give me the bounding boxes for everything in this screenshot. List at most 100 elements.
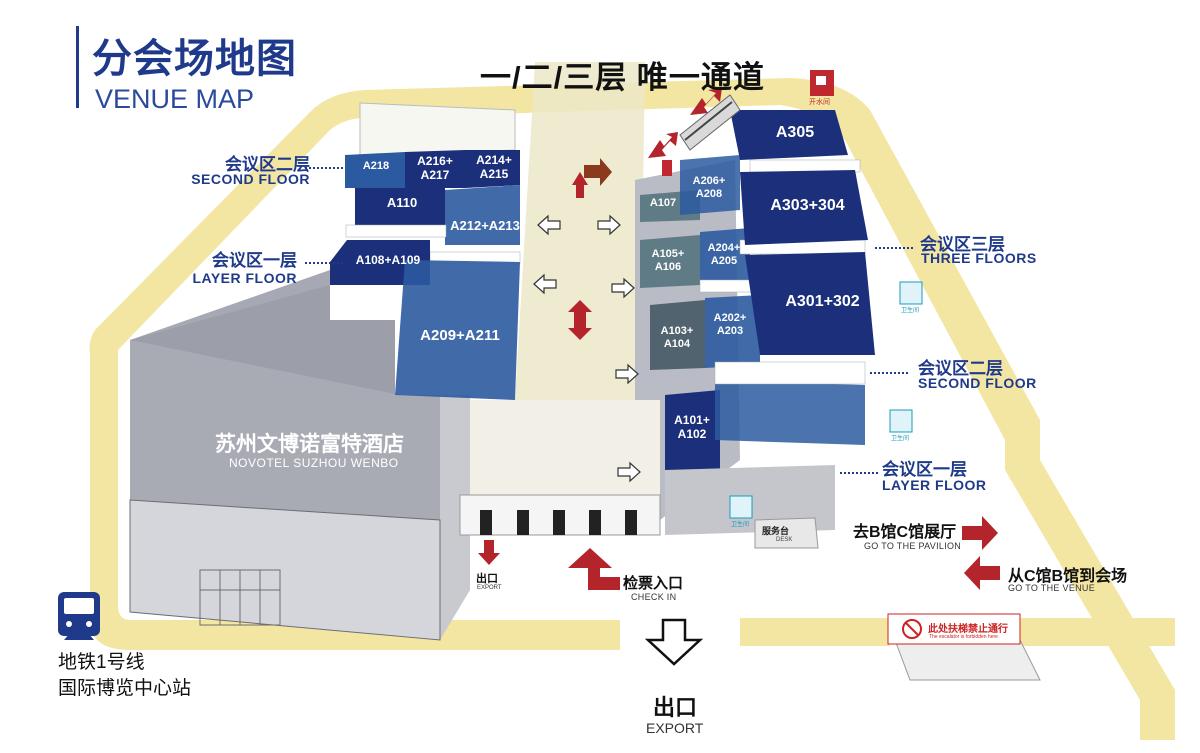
walkway-bottom-right [740, 618, 890, 646]
desk-counter [754, 517, 819, 549]
right-label-2f-cn: 会议区二层 [918, 359, 1003, 378]
A209-block [395, 260, 520, 400]
hotel-side [440, 395, 470, 640]
outline-arrow-4 [611, 277, 635, 299]
checkin-en: CHECK IN [631, 592, 677, 602]
room-A110[interactable]: A110 [386, 195, 418, 210]
escalator-sign-en: The escalator is forbidden here [929, 634, 998, 640]
exit-main-cn: 出口 [653, 695, 698, 720]
no-entry-icon [902, 619, 922, 639]
red-double-arrow-1 [690, 88, 722, 115]
desk-label-cn: 服务台 [762, 526, 790, 536]
exit-main-arrow [644, 618, 704, 666]
metro-line: 地铁1号线 [58, 652, 145, 673]
fire-icon [662, 160, 672, 176]
A303-block [740, 170, 868, 245]
room-A305[interactable]: A305 [775, 124, 815, 141]
room-A105-106[interactable]: A105+A106 [651, 248, 685, 273]
restroom-icon-2 [889, 409, 913, 433]
left-label-1f-cn: 会议区一层 [212, 251, 297, 270]
room-A202-203[interactable]: A202+A203 [713, 312, 747, 337]
restroom-icon-1 [899, 281, 923, 305]
walkway-bottom-right-2 [1010, 618, 1175, 646]
room-A214-215[interactable]: A214+A215 [476, 153, 512, 181]
A110-block [355, 188, 445, 225]
A305-block [730, 110, 848, 160]
room-A303-304[interactable]: A303+304 [770, 197, 845, 214]
room-A212-213[interactable]: A212+A213 [450, 218, 520, 233]
A101-block [665, 390, 720, 472]
desk-label-en: DESK [776, 537, 793, 543]
to-pavilion-en: GO TO THE PAVILION [864, 541, 962, 551]
A202-block [705, 295, 760, 368]
A301-block [745, 252, 875, 355]
right-label-1f-en: LAYER FLOOR [882, 477, 987, 493]
to-pavilion-arrow [962, 516, 998, 550]
white-divider-1 [345, 224, 447, 238]
hotel-name-en: NOVOTEL SUZHOU WENBO [229, 456, 399, 470]
outline-arrow-2 [597, 214, 621, 236]
A206-block [680, 155, 740, 215]
checkin-arrow [568, 548, 620, 590]
restroom-label-2: 卫生间 [891, 436, 910, 442]
turnstiles [459, 494, 661, 536]
room-A103-104[interactable]: A103+A104 [660, 325, 694, 350]
red-down-arrow [478, 540, 500, 565]
metro-station: 地铁1号线 国际博览中心站 [58, 650, 191, 702]
restroom-icon-3 [729, 495, 753, 519]
red-double-arrow-2 [648, 132, 678, 158]
red-vertical-arrow [568, 300, 592, 340]
outline-arrow-1 [537, 214, 561, 236]
water-room-label: 开水间 [809, 99, 830, 106]
to-venue-cn: 从C馆B馆到会场 [1008, 568, 1128, 585]
left-label-2f-en: SECOND FLOOR [191, 171, 310, 187]
to-venue-arrow [964, 556, 1000, 590]
roof-block [359, 102, 516, 156]
A218-block [345, 152, 405, 188]
right-label-1f-cn: 会议区一层 [882, 460, 967, 479]
escalator-sign-cn: 此处扶梯禁止通行 [928, 624, 1008, 635]
title-bar [76, 26, 79, 108]
room-A301-302[interactable]: A301+302 [785, 293, 860, 310]
room-A216-217[interactable]: A216+A217 [417, 154, 453, 182]
hotel-face [129, 499, 441, 641]
restroom-label-1: 卫生间 [901, 308, 920, 314]
checkin-cn: 检票入口 [623, 575, 684, 592]
A103-block [650, 300, 705, 370]
A214-block [465, 150, 520, 188]
metro-icon [58, 592, 100, 640]
red-turn-arrow [572, 158, 612, 198]
room-A206-208[interactable]: A206+A208 [692, 175, 726, 200]
lower-right-glass [715, 380, 865, 445]
right-label-3f-cn: 会议区三层 [920, 235, 1005, 254]
to-pavilion-cn: 去B馆C馆展厅 [853, 524, 957, 541]
room-A108-109[interactable]: A108+A109 [355, 253, 421, 267]
left-label-1f-en: LAYER FLOOR [192, 270, 297, 286]
exit-main-en: EXPORT [646, 720, 704, 736]
right-label-2f-en: SECOND FLOOR [918, 375, 1037, 391]
room-A107[interactable]: A107 [649, 197, 677, 209]
escalator-sign-base [894, 639, 1041, 681]
A216-block [405, 150, 465, 188]
to-venue-en: GO TO THE VENUE [1008, 583, 1096, 593]
room-A209-211[interactable]: A209+A211 [420, 327, 500, 344]
white-divider-r1 [714, 361, 866, 385]
left-label-2f-cn: 会议区二层 [225, 155, 310, 174]
room-A101-102[interactable]: A101+A102 [674, 413, 710, 441]
corridor-floor [470, 400, 660, 520]
room-A218[interactable]: A218 [362, 160, 390, 172]
right-label-3f-en: THREE FLOORS [921, 250, 1037, 266]
outline-arrow-5 [615, 363, 639, 385]
hotel-name-cn: 苏州文博诺富特酒店 [215, 433, 404, 456]
A212-block [445, 185, 520, 245]
corridor-beam [515, 62, 645, 400]
walkway-path [89, 78, 1176, 740]
hotel-top [130, 285, 400, 395]
exit-small-cn: 出口 [476, 573, 498, 585]
exit-small-en: EXPORT [477, 585, 502, 591]
room-A204-205[interactable]: A204+A205 [707, 242, 741, 267]
outline-arrow-6 [617, 461, 641, 483]
outline-arrow-3 [533, 273, 557, 295]
page-subtitle: VENUE MAP [95, 84, 255, 114]
